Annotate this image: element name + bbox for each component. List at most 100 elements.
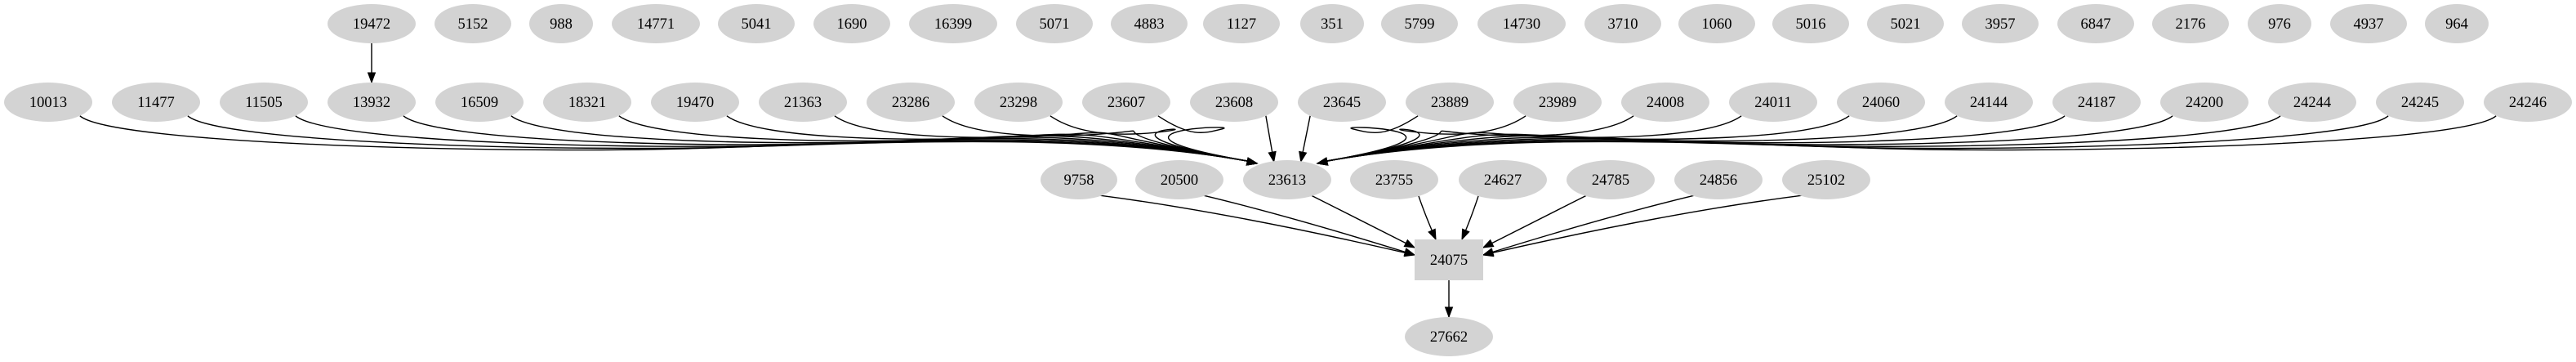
node-ellipse [1405,317,1493,356]
graph-node: 5041 [718,4,795,43]
graph-node: 351 [1300,4,1364,43]
graph-node: 1127 [1203,4,1280,43]
node-label: 23989 [1539,95,1576,111]
node-ellipse [1135,160,1223,199]
node-ellipse [2330,4,2407,43]
node-ellipse [1621,83,1709,122]
node-label: 10013 [29,95,67,111]
graph-node: 964 [2425,4,2489,43]
node-ellipse [1867,4,1944,43]
graph-node: 23889 [1406,83,1494,122]
graph-node: 16399 [909,4,997,43]
node-ellipse [328,4,416,43]
node-label: 16509 [461,95,498,111]
node-label: 16399 [934,16,972,33]
node-ellipse [1945,83,2033,122]
edge-line [1317,115,1419,164]
graph-node: 23608 [1190,83,1278,122]
graph-node: 24244 [2268,83,2356,122]
node-label: 13932 [353,95,390,111]
graph-node: 4937 [2330,4,2407,43]
node-ellipse [1477,4,1566,43]
node-label: 964 [2445,16,2468,33]
edges-layer [79,42,2497,319]
node-label: 14730 [1503,16,1540,33]
node-ellipse [1513,83,1602,122]
node-label: 1060 [1702,16,1732,33]
graph-edge [1482,194,1695,257]
node-ellipse [1674,160,1763,199]
node-ellipse [759,83,847,122]
graph-node: 4883 [1111,4,1188,43]
edge-line [1317,115,2066,164]
node-ellipse [1782,160,1870,199]
graph-node: 24785 [1567,160,1655,199]
node-ellipse [1016,4,1093,43]
node-label: 5152 [458,16,488,33]
node-ellipse [813,4,890,43]
node-label: 24011 [1754,95,1792,111]
edge-line [1203,194,1415,256]
graph-node: 1060 [1678,4,1755,43]
node-ellipse [1772,4,1849,43]
node-label: 976 [2268,16,2291,33]
node-label: 988 [550,16,573,33]
node-label: 23286 [892,95,929,111]
arrowhead-icon [1444,306,1454,319]
node-ellipse [1678,4,1755,43]
node-label: 23889 [1431,95,1468,111]
node-ellipse [2248,4,2311,43]
graph-node: 24246 [2484,83,2572,122]
node-label: 4883 [1134,16,1165,33]
node-label: 23645 [1323,95,1361,111]
graph-node: 24245 [2376,83,2464,122]
node-label: 24060 [1862,95,1900,111]
graph-node: 9758 [1041,160,1117,199]
graph-node: 10013 [4,83,92,122]
arrowhead-icon [1403,239,1416,248]
edge-line [1317,115,2173,164]
node-label: 5016 [1796,16,1826,33]
edge-line [1482,194,1587,248]
node-ellipse [4,83,92,122]
edge-line [1482,194,1695,256]
arrowhead-icon [1268,150,1277,163]
node-label: 19470 [676,95,714,111]
node-label: 9758 [1064,172,1094,189]
edge-line [403,115,1258,164]
graph-edge [1444,279,1454,319]
node-ellipse [1111,4,1188,43]
graph-edge [1418,194,1437,241]
edge-line [1311,194,1415,248]
node-label: 23608 [1215,95,1253,111]
graph-node: 23607 [1082,83,1170,122]
node-ellipse [112,83,200,122]
graph-node: 24856 [1674,160,1763,199]
node-ellipse [2425,4,2489,43]
edge-line [1050,115,1258,164]
node-ellipse [2152,4,2229,43]
arrowhead-icon [1482,239,1495,248]
graph-node: 3710 [1584,4,1661,43]
graph-edge [1299,115,1311,163]
edge-line [834,115,1258,164]
graph-node: 5016 [1772,4,1849,43]
graph-node: 5799 [1381,4,1458,43]
edge-line [1099,194,1415,256]
arrowhead-icon [1316,157,1329,166]
node-label: 1690 [837,16,867,33]
node-ellipse [1459,160,1547,199]
node-label: 24245 [2401,95,2439,111]
graph-node: 18321 [543,83,631,122]
graph-node: 23286 [867,83,955,122]
graph-node: 24011 [1729,83,1817,122]
arrowhead-icon [1403,248,1416,257]
graph-node: 11505 [220,83,308,122]
node-ellipse [1350,160,1438,199]
arrowhead-icon [1299,150,1308,163]
graph-node: 24060 [1837,83,1925,122]
node-ellipse [1041,160,1117,199]
node-label: 1127 [1227,16,1256,33]
graph-node: 5152 [435,4,511,43]
